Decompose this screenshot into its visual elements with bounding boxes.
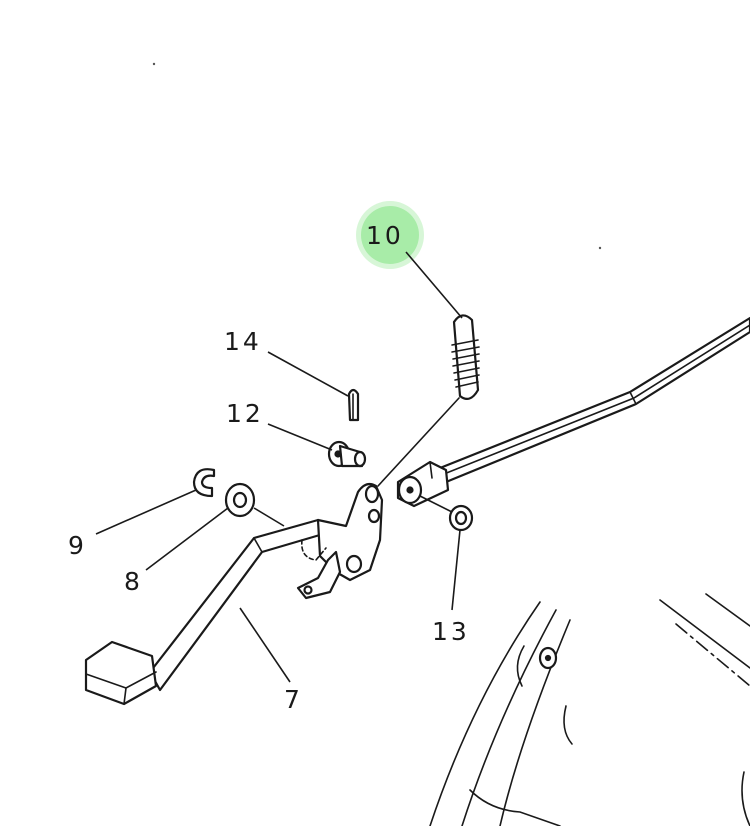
brake-pedal-7 — [84, 482, 384, 706]
speck — [152, 62, 156, 66]
callout-10: 10 — [366, 221, 404, 250]
leader-13b — [419, 495, 453, 513]
circlip-9 — [192, 468, 216, 498]
clevis-pin-12 — [327, 440, 367, 468]
washer-13 — [448, 504, 474, 532]
callout-9: 9 — [68, 531, 87, 560]
brake-drum — [429, 593, 750, 826]
rod-end-clevis — [396, 460, 450, 508]
leader-9 — [95, 489, 197, 535]
leader-8 — [145, 507, 229, 571]
leader-8b — [253, 507, 285, 527]
leader-12 — [267, 423, 333, 451]
return-spring-10 — [377, 314, 480, 487]
speck — [598, 246, 602, 250]
callout-12: 12 — [226, 399, 264, 428]
callout-7: 7 — [284, 685, 303, 714]
washer-8 — [224, 482, 256, 518]
leader-14 — [267, 351, 349, 397]
leader-7 — [239, 607, 291, 683]
brake-rod — [438, 316, 750, 484]
callout-8: 8 — [124, 567, 143, 596]
callout-13: 13 — [432, 617, 470, 646]
leader-10 — [405, 251, 463, 319]
cotter-pin-14 — [347, 388, 360, 422]
leader-13 — [451, 529, 461, 611]
highlight-part-10-core — [361, 206, 419, 264]
callout-14: 14 — [224, 327, 262, 356]
